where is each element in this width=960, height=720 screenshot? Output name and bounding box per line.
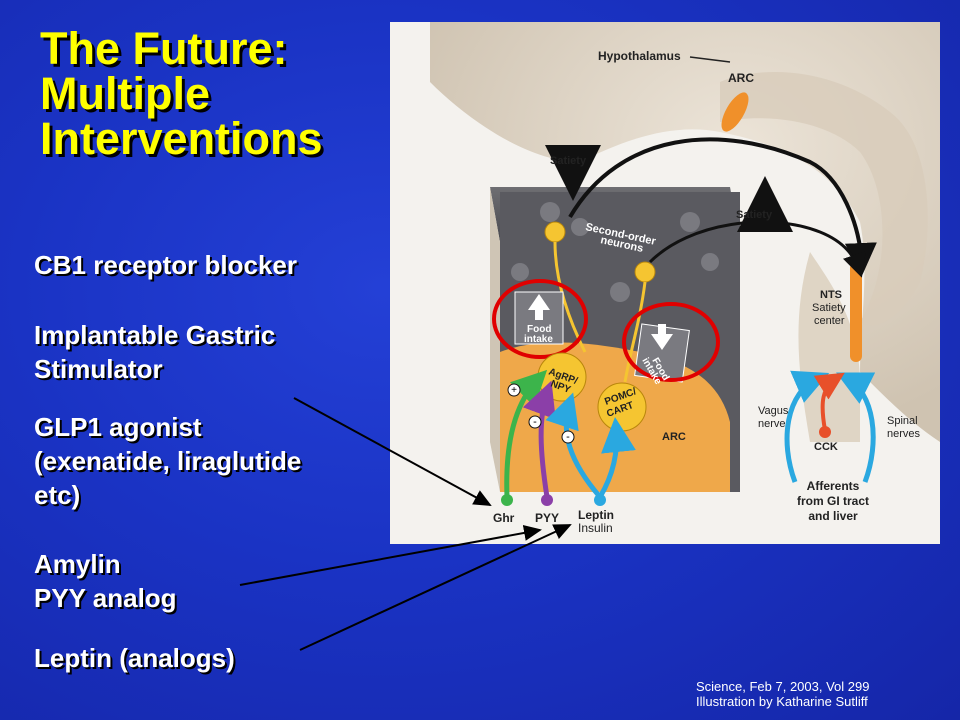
intervention-gastric-line-1: Implantable Gastric — [34, 320, 276, 350]
label-vagus-2: nerve — [758, 418, 786, 430]
label-vagus-1: Vagus — [758, 405, 789, 417]
intervention-gastric-line-2: Stimulator — [34, 354, 163, 384]
label-afferents-3: and liver — [808, 509, 858, 523]
leptin-pathway-2 — [597, 417, 636, 499]
intervention-amylin-line-2: PYY analog — [34, 583, 177, 613]
ghrelin-dot — [501, 494, 513, 506]
vagus-pathway — [784, 370, 830, 483]
label-food-intake-up-1: Food — [527, 324, 551, 335]
neuron-upper-right — [634, 261, 656, 283]
pyy-pathway — [522, 380, 556, 498]
highlight-circle-right — [622, 302, 720, 382]
minus-sign-1: - — [533, 416, 537, 428]
cck-dot — [819, 426, 831, 438]
title-line-2: Multiple — [40, 68, 210, 119]
slide-title: The Future: Multiple Interventions — [40, 26, 400, 161]
label-satiety-mid: Satiety — [736, 209, 773, 221]
cerebellum-shape — [720, 72, 928, 326]
arc-nucleus-shape — [721, 92, 749, 132]
nts-nucleus — [850, 262, 862, 362]
label-spinal-2: nerves — [887, 428, 921, 440]
citation: Science, Feb 7, 2003, Vol 299 Illustrati… — [696, 679, 869, 709]
label-pyy: PYY — [535, 511, 559, 525]
citation-line-2: Illustration by Katharine Sutliff — [696, 694, 868, 709]
label-arc-top: ARC — [728, 71, 754, 85]
label-insulin: Insulin — [578, 521, 613, 535]
label-afferents-1: Afferents — [807, 479, 860, 493]
intervention-glp1-line-2: (exenatide, liraglutide — [34, 446, 302, 476]
satiety-pathway-arrow-1 — [568, 137, 877, 275]
citation-line-1: Science, Feb 7, 2003, Vol 299 — [696, 679, 870, 694]
label-nts: NTS — [820, 289, 842, 301]
spinal-pathway — [836, 372, 876, 483]
label-nts-satiety: Satiety — [812, 302, 846, 314]
leptin-dot — [594, 494, 606, 506]
label-arc-bottom: ARC — [662, 431, 686, 443]
intervention-amylin-line-1: Amylin — [34, 549, 121, 579]
leptin-pathway-1 — [545, 392, 602, 499]
label-hypothalamus: Hypothalamus — [598, 49, 681, 63]
satiety-pathway-arrow-2 — [648, 220, 866, 278]
arrow-up-icon — [528, 294, 550, 320]
arrow-down-icon — [651, 324, 673, 350]
intervention-gastric-stimulator: Implantable Gastric Stimulator — [34, 318, 275, 386]
intervention-glp1: GLP1 agonist (exenatide, liraglutide etc… — [34, 410, 301, 512]
intervention-leptin-line-1: Leptin (analogs) — [34, 643, 235, 673]
brain-illustration: + - - Hypothalamus ARC Satiety Satiety S… — [390, 22, 940, 544]
intervention-cb1: CB1 receptor blocker — [34, 248, 297, 282]
intervention-cb1-line-1: CB1 receptor blocker — [34, 250, 297, 280]
title-line-3: Interventions — [40, 113, 323, 164]
cube-side — [490, 187, 500, 492]
highlight-circle-left — [492, 279, 588, 359]
label-cck: CCK — [814, 441, 838, 453]
label-food-intake-up-2: intake — [524, 334, 553, 345]
label-spinal-1: Spinal — [887, 415, 918, 427]
plus-sign: + — [511, 385, 517, 396]
label-nts-center: center — [814, 315, 845, 327]
brain-shape — [430, 22, 940, 442]
label-ghr: Ghr — [493, 511, 515, 525]
intervention-glp1-line-1: GLP1 agonist — [34, 412, 202, 442]
label-afferents-2: from GI tract — [797, 494, 869, 508]
title-line-1: The Future: — [40, 23, 288, 74]
neuron-upper-left — [544, 221, 566, 243]
intervention-glp1-line-3: etc) — [34, 480, 81, 510]
intervention-amylin-pyy: Amylin PYY analog — [34, 547, 177, 615]
intervention-leptin: Leptin (analogs) — [34, 641, 235, 675]
label-leptin: Leptin — [578, 508, 614, 522]
minus-sign-2: - — [566, 431, 570, 443]
label-satiety-top: Satiety — [550, 155, 587, 167]
cck-pathway — [813, 372, 845, 431]
pyy-dot — [541, 494, 553, 506]
